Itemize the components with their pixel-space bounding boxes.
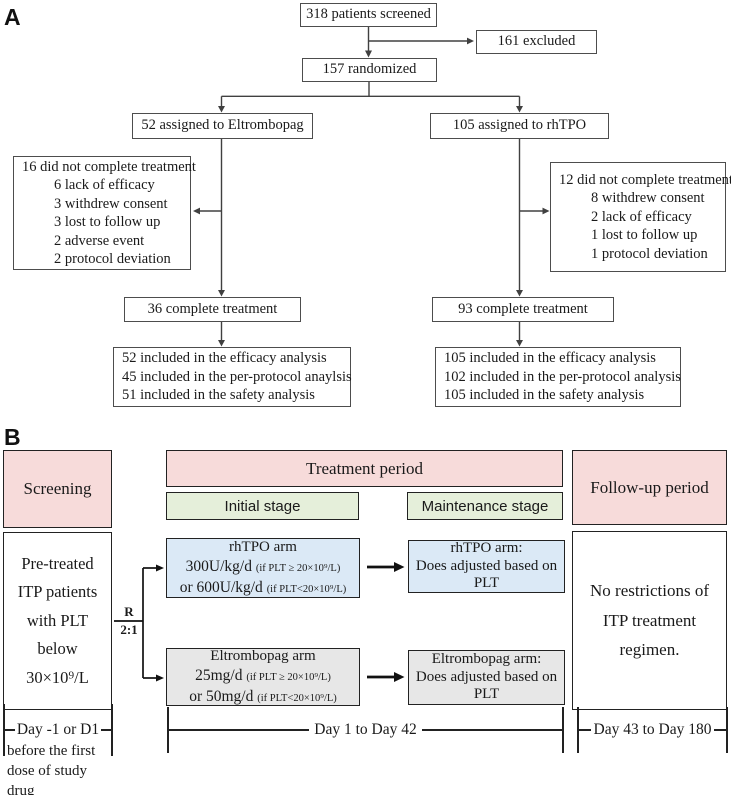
dropout-line: 1 lost to follow up <box>591 227 698 244</box>
analysis-line: 105 included in the efficacy analysis <box>444 350 656 367</box>
dropout-line: 6 lack of efficacy <box>54 177 155 193</box>
rhtpo-dose-line: or 600U/kg/d (if PLT<20×10⁹/L) <box>179 578 347 596</box>
timeline-tick <box>726 707 729 753</box>
timeline-tick <box>577 707 579 753</box>
timeline-screening-label: Day -1 or D1 <box>16 721 100 738</box>
maintenance-line: PLT <box>473 686 500 703</box>
rhtpo-dose-condition: (if PLT ≥ 20×10⁹/L) <box>255 562 341 574</box>
timeline-screening-note-line: dose of study <box>7 763 87 779</box>
rhtpo-dose-line: 300U/kg/d (if PLT ≥ 20×10⁹/L) <box>185 557 341 575</box>
analysis-line: 102 included in the per-protocol analysi… <box>444 368 681 385</box>
initial-stage-box: Initial stage <box>166 492 359 520</box>
pretreated-patients-box: Pre-treated ITP patients with PLT below … <box>3 532 112 710</box>
timeline-line <box>5 729 15 731</box>
dropout-line: 3 lost to follow up <box>54 214 161 230</box>
eltrombopag-initial-title: Eltrombopag arm <box>210 647 316 664</box>
dropout-line: 3 withdrew consent <box>54 195 168 212</box>
maintenance-line: Does adjusted based on <box>415 557 558 574</box>
analysis-line: 52 included in the efficacy analysis <box>122 350 327 367</box>
excluded-box: 161 excluded <box>476 30 597 54</box>
screening-header-box: Screening <box>3 450 112 528</box>
timeline-line <box>421 729 563 731</box>
analysis-line: 45 included in the per-protocol anaylsis <box>122 368 352 385</box>
eltrombopag-initial-box: Eltrombopag arm 25mg/d (if PLT ≥ 20×10⁹/… <box>166 648 360 706</box>
analysis-line: 105 included in the safety analysis <box>444 387 645 404</box>
followup-period-header-box: Follow-up period <box>572 450 727 525</box>
dropout-line: 12 did not complete treatment <box>559 171 731 188</box>
eltrombopag-dose-condition: (if PLT<20×10⁹/L) <box>257 692 337 704</box>
dropout-line: 2 protocol deviation <box>54 251 171 267</box>
dropout-line: 8 withdrew consent <box>591 190 705 207</box>
randomization-ratio-r: R <box>124 604 134 619</box>
eltrombopag-analysis-box: 52 included in the efficacy analysis 45 … <box>113 347 352 407</box>
timeline-tick <box>562 707 565 753</box>
eltrombopag-dropout-box: 16 did not complete treatment 6 lack of … <box>13 156 196 270</box>
timeline-line <box>169 729 310 731</box>
timeline-screening-bracket: Day -1 or D1 <box>3 704 113 756</box>
dropout-line: 2 lack of efficacy <box>591 208 692 225</box>
maintenance-line: rhTPO arm: <box>450 540 523 557</box>
rhtpo-maintenance-box: rhTPO arm: Does adjusted based on PLT <box>408 540 565 593</box>
dropout-line: 2 adverse event <box>54 232 145 249</box>
rhtpo-initial-box: rhTPO arm 300U/kg/d (if PLT ≥ 20×10⁹/L) … <box>166 538 360 598</box>
maintenance-line: Eltrombopag arm: <box>431 651 542 668</box>
rhtpo-dose-condition: (if PLT<20×10⁹/L) <box>266 583 347 595</box>
rhtpo-dropout-box: 12 did not complete treatment 8 withdrew… <box>550 162 731 272</box>
timeline-tick <box>3 704 5 756</box>
timeline-line <box>101 729 111 731</box>
timeline-line <box>714 729 727 731</box>
eltrombopag-dose-line: 25mg/d (if PLT ≥ 20×10⁹/L) <box>195 666 331 684</box>
analysis-line: 51 included in the safety analysis <box>122 387 315 404</box>
randomization-ratio-value: 2:1 <box>120 622 138 637</box>
treatment-period-header-box: Treatment period <box>166 450 563 487</box>
dropout-line: 16 did not complete treatment <box>22 158 196 175</box>
timeline-treatment-bracket: Day 1 to Day 42 <box>167 706 565 754</box>
randomized-box: 157 randomized <box>302 58 437 82</box>
timeline-tick <box>167 707 169 753</box>
timeline-followup-bracket: Day 43 to Day 180 <box>577 706 729 754</box>
timeline-followup-label: Day 43 to Day 180 <box>593 721 712 738</box>
screened-box: 318 patients screened <box>300 3 437 27</box>
timeline-line <box>579 729 591 731</box>
panel-b-label: B <box>4 424 21 450</box>
rhtpo-initial-title: rhTPO arm <box>229 538 297 555</box>
complete-rhtpo-box: 93 complete treatment <box>432 297 614 322</box>
eltrombopag-dose-line: or 50mg/d (if PLT<20×10⁹/L) <box>189 687 337 705</box>
dropout-line: 1 protocol deviation <box>591 245 708 262</box>
timeline-screening-note-line: before the first <box>7 743 96 759</box>
maintenance-stage-box: Maintenance stage <box>407 492 563 520</box>
complete-eltrombopag-box: 36 complete treatment <box>124 297 301 322</box>
maintenance-line: PLT <box>473 575 500 592</box>
timeline-tick <box>111 704 113 756</box>
no-restrictions-box: No restrictions of ITP treatment regimen… <box>572 531 727 710</box>
rhtpo-analysis-box: 105 included in the efficacy analysis 10… <box>435 347 681 407</box>
assigned-eltrombopag-box: 52 assigned to Eltrombopag <box>132 113 313 139</box>
maintenance-line: Does adjusted based on <box>415 668 558 685</box>
panel-a-label: A <box>4 4 21 30</box>
timeline-screening-note-line: drug <box>7 783 35 795</box>
eltrombopag-maintenance-box: Eltrombopag arm: Does adjusted based on … <box>408 650 565 705</box>
assigned-rhtpo-box: 105 assigned to rhTPO <box>430 113 609 139</box>
eltrombopag-dose-condition: (if PLT ≥ 20×10⁹/L) <box>246 671 331 683</box>
timeline-treatment-label: Day 1 to Day 42 <box>314 721 417 738</box>
